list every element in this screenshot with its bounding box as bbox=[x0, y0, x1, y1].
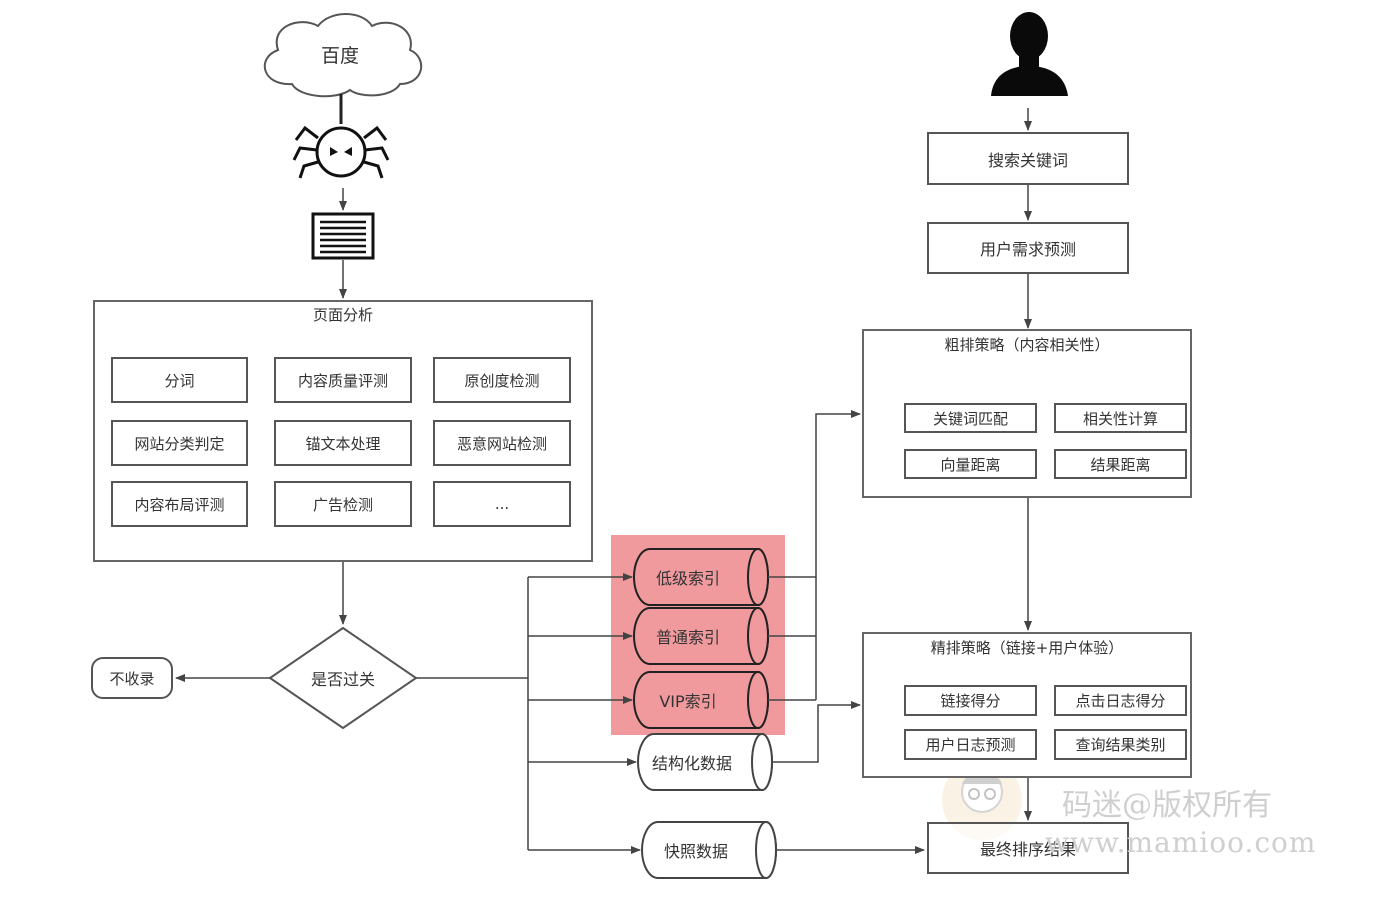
analysis-item-word-segmentation: 分词 bbox=[111, 357, 248, 403]
watermark-avatar-icon bbox=[942, 760, 1022, 840]
coarse-item-vector-distance: 向量距离 bbox=[904, 449, 1037, 479]
analysis-item-originality: 原创度检测 bbox=[433, 357, 571, 403]
fine-ranking-title: 精排策略（链接+用户体验） bbox=[930, 639, 1124, 657]
demand-prediction-box: 用户需求预测 bbox=[927, 222, 1129, 274]
spider-icon bbox=[292, 125, 390, 179]
coarse-item-relevance: 相关性计算 bbox=[1054, 403, 1187, 433]
coarse-item-result-distance: 结果距离 bbox=[1054, 449, 1187, 479]
watermark-line2: www.mamioo.com bbox=[1045, 826, 1317, 859]
cloud-shape bbox=[263, 13, 423, 98]
analysis-item-ad-detection: 广告检测 bbox=[274, 481, 412, 527]
coarse-item-keyword-match: 关键词匹配 bbox=[904, 403, 1037, 433]
document-icon bbox=[311, 212, 375, 260]
analysis-item-more: ... bbox=[433, 481, 571, 527]
analysis-item-content-quality: 内容质量评测 bbox=[274, 357, 412, 403]
fine-item-link-score: 链接得分 bbox=[904, 685, 1037, 716]
fine-item-user-log-prediction: 用户日志预测 bbox=[904, 729, 1037, 760]
final-result-box: 最终排序结果 bbox=[927, 822, 1129, 874]
decision-diamond bbox=[268, 626, 418, 730]
cylinder-snapshot-data bbox=[641, 821, 777, 879]
analysis-item-malicious-site: 恶意网站检测 bbox=[433, 420, 571, 466]
cylinder-normal-index bbox=[633, 607, 769, 665]
reject-box: 不收录 bbox=[91, 657, 173, 699]
fine-item-click-log-score: 点击日志得分 bbox=[1054, 685, 1187, 716]
user-silhouette-icon bbox=[991, 12, 1068, 96]
watermark-line1: 码迷@版权所有 bbox=[1062, 788, 1272, 823]
analysis-item-anchor-text: 锚文本处理 bbox=[274, 420, 412, 466]
page-analysis-title: 页面分析 bbox=[312, 306, 373, 324]
cylinder-low-index bbox=[633, 548, 769, 606]
coarse-ranking-title: 粗排策略（内容相关性） bbox=[944, 336, 1110, 354]
fine-item-query-result-category: 查询结果类别 bbox=[1054, 729, 1187, 760]
cylinder-structured-data bbox=[637, 733, 773, 791]
cylinder-vip-index bbox=[633, 671, 769, 729]
analysis-item-content-layout: 内容布局评测 bbox=[111, 481, 248, 527]
analysis-item-site-classification: 网站分类判定 bbox=[111, 420, 248, 466]
search-keywords-box: 搜索关键词 bbox=[927, 132, 1129, 185]
